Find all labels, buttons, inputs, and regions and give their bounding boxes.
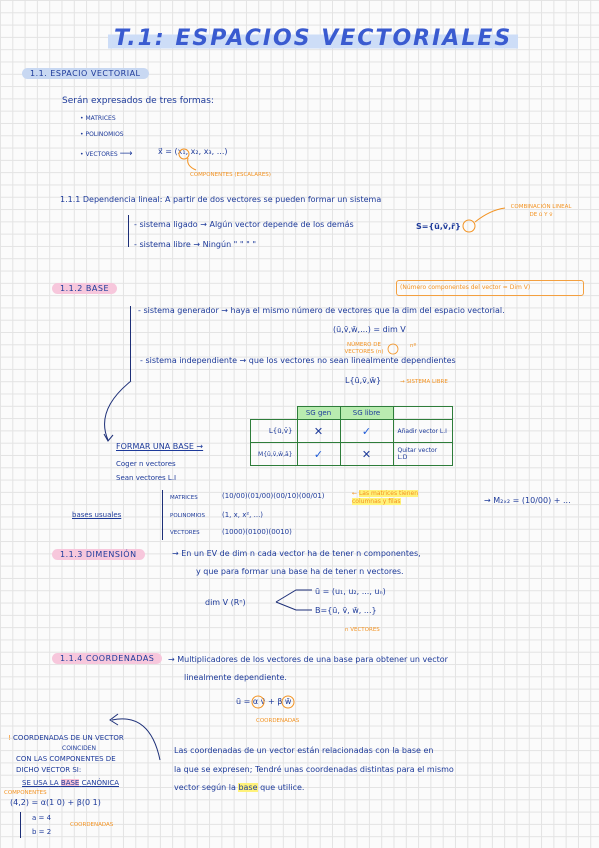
s11-intro: Serán expresados de tres formas:: [62, 96, 214, 106]
coordenadas-note-2: COORDENADAS: [70, 822, 114, 828]
left-coord-4: DICHO VECTOR SI:: [16, 766, 82, 774]
left-coord-5: SE USA LA BASE CANÓNICA: [22, 779, 119, 787]
s114-text2: linealmente dependiente.: [184, 673, 287, 682]
left-coord-1: ! COORDENADAS DE UN VECTOR: [8, 734, 124, 742]
components-note: COMPONENTES (ESCALARES): [190, 172, 271, 178]
section-tag-1-1-4: 1.1.4 COORDENADAS: [52, 653, 163, 664]
list-item-matrices: • MATRICES: [80, 115, 116, 122]
s111-heading: 1.1.1 Dependencia lineal: A partir de do…: [60, 195, 382, 204]
generador-formula: (ū,v̄,w̄,...) = dim V: [333, 325, 406, 334]
vector-formula: x⃗ = (x₁, x₂, x₃, ...): [158, 147, 228, 156]
para-line-1: Las coordenadas de un vector están relac…: [174, 746, 434, 755]
row-value-vectores: (1000)(0100)(0010): [222, 528, 292, 536]
section-tag-1-1-3: 1.1.3 DIMENSIÓN: [52, 549, 145, 560]
section-tag-1-1-2: 1.1.2 BASE: [52, 283, 117, 294]
combinacion-note: COMBINACIÓN LINEAL DE ū Y v̄: [510, 204, 572, 218]
n-label: nº: [410, 343, 417, 349]
table-row: M{ū,v̄,w̄,ā} ✓ ✕ Quitar vector L.D: [250, 442, 453, 466]
bases-usuales: bases usuales: [72, 511, 122, 519]
table-row: L{ū,v̄} ✕ ✓ Añadir vector L.I: [250, 419, 453, 443]
left-coord-2: COINCIDEN: [62, 745, 97, 752]
sistema-ligado: - sistema ligado → Algún vector depende …: [134, 220, 354, 229]
base-table: SG gen SG libre L{ū,v̄} ✕ ✓ Añadir vecto…: [250, 406, 453, 466]
section-tag-1-1: 1.1. ESPACIO VECTORIAL: [22, 68, 149, 79]
list-item-vectores: • VECTORES ⟶: [80, 149, 133, 159]
vector-line: ū = (u₁, u₂, ..., uₙ): [315, 587, 386, 596]
base-line: B={ū, v̄, w̄, ...}: [315, 606, 377, 615]
coord-a: a = 4: [32, 814, 52, 822]
num-vectores-note: NÚMERO DE VECTORES (n): [344, 342, 384, 355]
m2x2-formula: → M₂ₓ₂ = (10/00) + ...: [484, 496, 571, 505]
s114-text1: → Multiplicadores de los vectores de una…: [168, 655, 448, 664]
n-vectores-note: n VECTORES: [345, 627, 380, 633]
table-head-gen: SG gen: [296, 406, 341, 420]
sistema-independiente: - sistema independiente → que los vector…: [140, 356, 456, 365]
page-title: T.1: ESPACIOS VECTORIALES: [108, 26, 519, 51]
coger-vectores: Coger n vectores: [116, 460, 176, 468]
set-s: S={ū,v̄,r̄}: [416, 222, 461, 231]
dim-label: dim V (Rⁿ): [205, 598, 246, 607]
row-value-matrices: (10/00)(01/00)(00/10)(00/01): [222, 492, 325, 500]
dim-note: (Número componentes del vector = Dim V): [400, 284, 531, 291]
s113-text1: → En un EV de dim n cada vector ha de te…: [172, 549, 421, 558]
row-label-polinomios: POLINOMIOS: [170, 513, 205, 519]
list-item-polinomios: • POLINOMIOS: [80, 131, 124, 138]
sistema-generador: - sistema generador → haya el mismo núme…: [138, 306, 505, 315]
para-line-2: la que se expresen; Tendré unas coordena…: [174, 765, 454, 774]
coord-note: COORDENADAS: [256, 718, 300, 724]
s113-text2: y que para formar una base ha de tener n…: [196, 567, 404, 576]
componentes-note: COMPONENTES: [4, 790, 47, 796]
row-label-matrices: MATRICES: [170, 495, 198, 501]
coord-equation: (4,2) = α(1 0) + β(0 1): [10, 798, 101, 807]
sistema-libre-note: → SISTEMA LIBRE: [400, 379, 448, 385]
para-line-3: vector según la base que utilice.: [174, 783, 305, 792]
matrices-note: ← Las matrices tienen columnas y filas: [352, 490, 419, 505]
sistema-libre: - sistema libre → Ningún " " " ": [134, 240, 257, 249]
row-label-vectores: VECTORES: [170, 530, 200, 536]
formar-base: FORMAR UNA BASE →: [116, 442, 204, 451]
coord-b: b = 2: [32, 828, 52, 836]
sean-vectores: Sean vectores L.I: [116, 474, 177, 482]
left-coord-3: CON LAS COMPONENTES DE: [16, 755, 116, 763]
independiente-formula: L{ū,v̄,w̄}: [345, 376, 382, 385]
row-value-polinomios: (1, x, x², ...): [222, 511, 264, 519]
